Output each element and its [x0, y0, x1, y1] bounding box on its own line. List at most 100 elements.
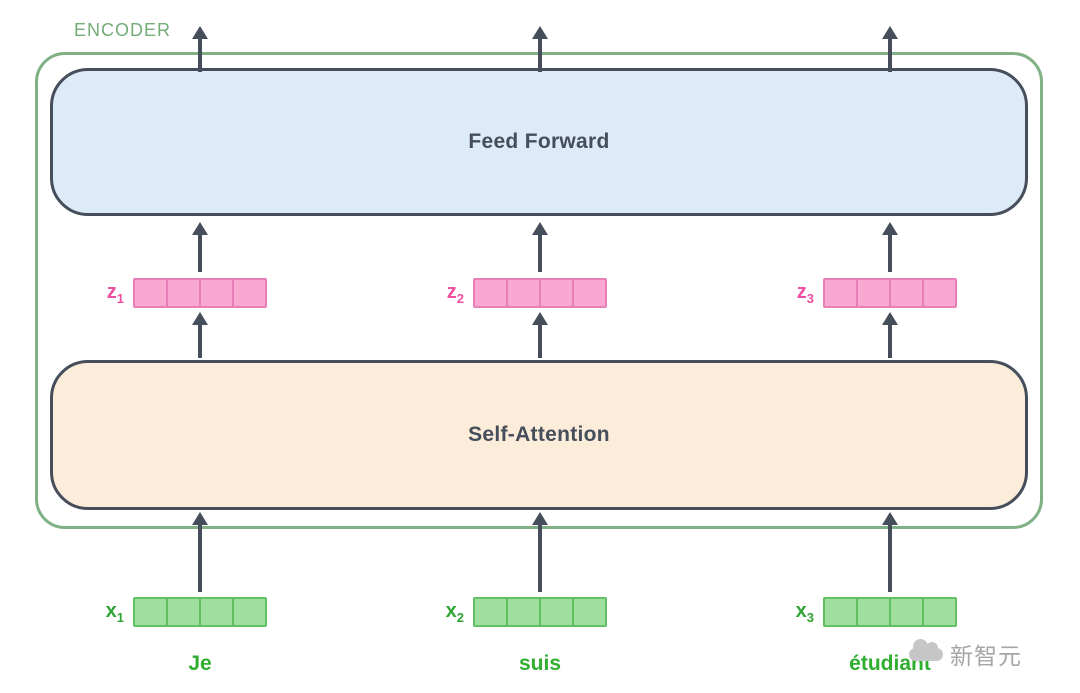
vector-cell	[199, 599, 232, 625]
z2-label: z2	[438, 282, 464, 305]
vector-cell	[506, 280, 539, 306]
self-attention-box: Self-Attention	[50, 360, 1028, 510]
vector-cell	[232, 599, 265, 625]
arrow-shaft	[888, 525, 892, 592]
vector-cell	[135, 280, 166, 306]
z-vector-row-1: z1	[98, 278, 267, 308]
arrow-head-icon	[532, 222, 548, 235]
z1-label: z1	[98, 282, 124, 305]
input-word-2: suis	[518, 652, 562, 675]
vector-cell	[539, 599, 572, 625]
x1-label-base: x	[105, 599, 117, 622]
z3-vector	[823, 278, 957, 308]
arrow-shaft	[888, 325, 892, 358]
arrow-z-to-ff-3	[882, 222, 898, 272]
z2-label-base: z	[446, 280, 457, 303]
arrow-shaft	[538, 525, 542, 592]
arrow-shaft	[198, 525, 202, 592]
arrow-head-icon	[532, 512, 548, 525]
z3-label: z3	[788, 282, 814, 305]
watermark-text: 新智元	[950, 643, 1022, 669]
arrow-sa-to-z-3	[882, 312, 898, 358]
arrow-head-icon	[192, 312, 208, 325]
encoder-label: ENCODER	[74, 20, 172, 40]
watermark-cloud-icon	[909, 638, 943, 661]
vector-cell	[825, 599, 856, 625]
vector-cell	[199, 280, 232, 306]
arrow-head-icon	[882, 26, 898, 39]
vector-cell	[475, 280, 506, 306]
vector-cell	[856, 599, 889, 625]
arrow-sa-to-z-1	[192, 312, 208, 358]
vector-cell	[166, 599, 199, 625]
vector-cell	[825, 280, 856, 306]
x3-label-sub: 3	[806, 609, 814, 625]
vector-cell	[232, 280, 265, 306]
x1-label-sub: 1	[116, 609, 124, 625]
arrow-z-to-ff-2	[532, 222, 548, 272]
vector-cell	[856, 280, 889, 306]
z3-label-sub: 3	[806, 290, 814, 306]
z-vector-row-3: z3	[788, 278, 957, 308]
x-vector-row-3: x3	[788, 597, 957, 627]
feed-forward-box: Feed Forward	[50, 68, 1028, 216]
vector-cell	[135, 599, 166, 625]
arrow-head-icon	[192, 222, 208, 235]
vector-cell	[572, 280, 605, 306]
arrow-shaft	[538, 235, 542, 272]
arrow-output-1	[192, 26, 208, 72]
vector-cell	[506, 599, 539, 625]
x1-label: x1	[98, 601, 124, 624]
z2-label-sub: 2	[456, 290, 464, 306]
arrow-shaft	[888, 39, 892, 72]
x-vector-row-2: x2	[438, 597, 607, 627]
vector-cell	[922, 280, 955, 306]
x2-label-base: x	[445, 599, 457, 622]
z2-vector	[473, 278, 607, 308]
vector-cell	[166, 280, 199, 306]
arrow-shaft	[538, 39, 542, 72]
x2-label-sub: 2	[456, 609, 464, 625]
vector-cell	[889, 599, 922, 625]
arrow-shaft	[198, 325, 202, 358]
arrow-head-icon	[192, 512, 208, 525]
z1-vector	[133, 278, 267, 308]
watermark: 新智元	[909, 637, 1022, 671]
self-attention-label: Self-Attention	[468, 423, 610, 446]
x2-label: x2	[438, 601, 464, 624]
vector-cell	[922, 599, 955, 625]
vector-cell	[572, 599, 605, 625]
x1-vector	[133, 597, 267, 627]
z1-label-sub: 1	[116, 290, 124, 306]
vector-cell	[475, 599, 506, 625]
arrow-shaft	[198, 39, 202, 72]
x3-label: x3	[788, 601, 814, 624]
input-word-1: Je	[188, 652, 212, 675]
vector-cell	[889, 280, 922, 306]
arrow-input-2	[532, 512, 548, 592]
x3-label-base: x	[795, 599, 807, 622]
arrow-input-1	[192, 512, 208, 592]
x2-vector	[473, 597, 607, 627]
x-vector-row-1: x1	[98, 597, 267, 627]
arrow-shaft	[888, 235, 892, 272]
arrow-input-3	[882, 512, 898, 592]
arrow-output-2	[532, 26, 548, 72]
arrow-z-to-ff-1	[192, 222, 208, 272]
arrow-sa-to-z-2	[532, 312, 548, 358]
arrow-head-icon	[882, 222, 898, 235]
z3-label-base: z	[796, 280, 807, 303]
arrow-head-icon	[882, 512, 898, 525]
z-vector-row-2: z2	[438, 278, 607, 308]
arrow-shaft	[538, 325, 542, 358]
x3-vector	[823, 597, 957, 627]
arrow-shaft	[198, 235, 202, 272]
vector-cell	[539, 280, 572, 306]
arrow-head-icon	[192, 26, 208, 39]
feed-forward-label: Feed Forward	[468, 130, 610, 153]
z1-label-base: z	[106, 280, 117, 303]
arrow-output-3	[882, 26, 898, 72]
arrow-head-icon	[882, 312, 898, 325]
arrow-head-icon	[532, 312, 548, 325]
